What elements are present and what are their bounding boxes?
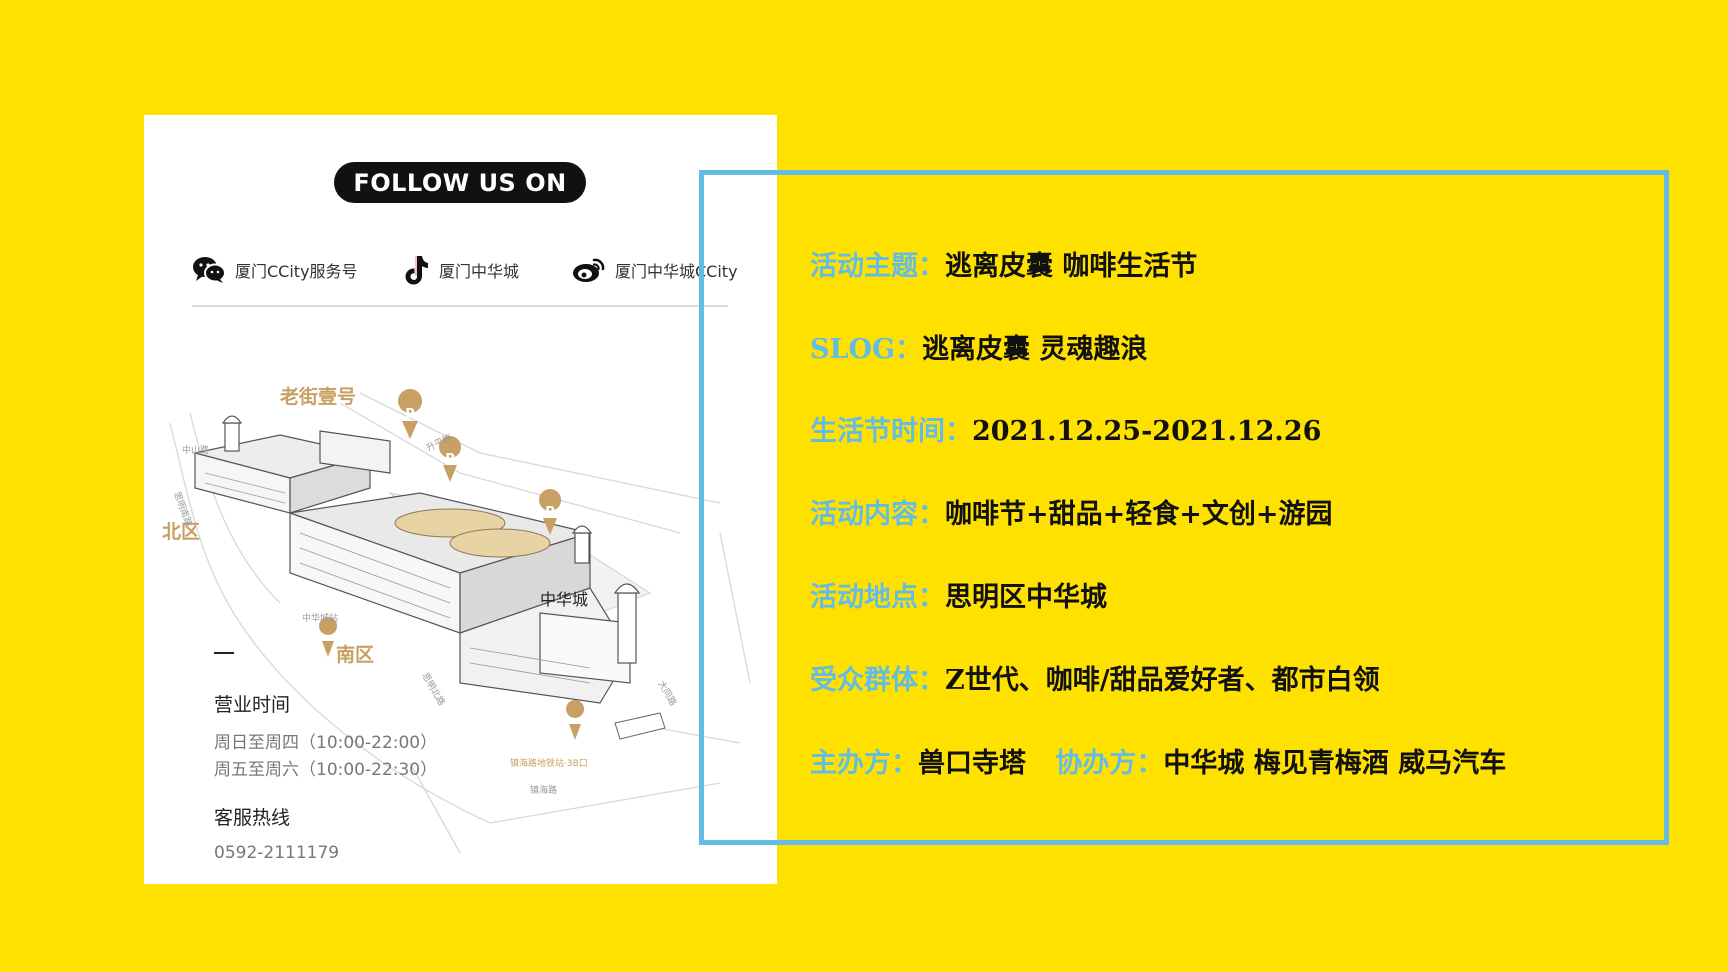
detail-value: Z世代、咖啡/甜品爱好者、都市白领 — [945, 665, 1380, 696]
detail-slogan: SLOG：逃离皮囊 灵魂趣浪 — [810, 327, 1147, 366]
mall-map-illustration: PPP 老街壹号 北区 南区 中华城 中山路 思明南路 升平路 中华城站 思明北… — [162, 385, 751, 854]
details-frame — [699, 170, 1669, 845]
follow-us-badge: FOLLOW US ON — [334, 162, 586, 203]
detail-time: 生活节时间：2021.12.25-2021.12.26 — [810, 409, 1321, 448]
wechat-icon — [193, 257, 226, 283]
map-road-label: 大同路 — [655, 679, 679, 708]
social-weibo[interactable]: 厦门中华城CCity — [572, 253, 738, 287]
hours-weekday: 周日至周四（10:00-22:00） — [214, 733, 438, 753]
detail-value: 2021.12.25-2021.12.26 — [972, 416, 1322, 447]
detail-label: 活动地点： — [810, 582, 945, 613]
map-road-label: 镇海路地铁站·3B口 — [510, 757, 588, 769]
detail-label: 活动主题： — [810, 251, 945, 282]
hours-title: 营业时间 — [214, 694, 291, 716]
social-tiktok[interactable]: 厦门中华城 — [404, 253, 519, 287]
detail-audience: 受众群体：Z世代、咖啡/甜品爱好者、都市白领 — [810, 658, 1380, 697]
section-dash — [214, 652, 234, 654]
detail-value: 咖啡节+甜品+轻食+文创+游园 — [945, 499, 1333, 530]
map-building-sign: 中华城 — [540, 590, 588, 609]
svg-text:P: P — [545, 505, 555, 520]
svg-text:P: P — [405, 407, 415, 422]
info-card: FOLLOW US ON 厦门CCity服务号 厦门中华城 — [144, 115, 777, 884]
detail-value: 逃离皮囊 咖啡生活节 — [945, 251, 1198, 282]
social-wechat[interactable]: 厦门CCity服务号 — [192, 253, 358, 287]
divider — [192, 305, 728, 307]
social-accounts: 厦门CCity服务号 厦门中华城 厦门中华城CCity — [192, 253, 777, 287]
social-label: 厦门CCity服务号 — [235, 262, 358, 281]
detail-label: 生活节时间： — [810, 416, 972, 447]
detail-organizers: 主办方：兽口寺塔 协办方：中华城 梅见青梅酒 威马汽车 — [810, 741, 1506, 780]
detail-location: 活动地点：思明区中华城 — [810, 575, 1107, 614]
detail-label: 活动内容： — [810, 499, 945, 530]
map-road-label: 中山路 — [182, 444, 209, 456]
detail-value: 思明区中华城 — [945, 582, 1107, 613]
road-lines — [169, 392, 751, 854]
weibo-icon — [573, 258, 605, 282]
detail-content: 活动内容：咖啡节+甜品+轻食+文创+游园 — [810, 492, 1333, 531]
map-area-label: 南区 — [336, 644, 374, 666]
map-road-label: 镇海路 — [530, 784, 557, 796]
map-area-label: 北区 — [162, 521, 200, 543]
detail-label: SLOG： — [810, 334, 923, 365]
hotline-number: 0592-2111179 — [214, 843, 340, 863]
map-road-label: 中华城站 — [302, 612, 338, 624]
detail-label: 主办方： — [810, 748, 918, 779]
map-area-label: 老街壹号 — [280, 385, 356, 408]
detail-label: 协办方： — [1055, 748, 1164, 779]
tiktok-icon — [405, 256, 428, 285]
svg-text:P: P — [445, 452, 455, 467]
social-label: 厦门中华城 — [439, 262, 520, 281]
hours-weekend: 周五至周六（10:00-22:30） — [214, 760, 438, 780]
social-label: 厦门中华城CCity — [615, 262, 738, 281]
map-road-label: 思明北路 — [419, 671, 447, 708]
detail-value: 兽口寺塔 — [918, 748, 1026, 779]
hotline-title: 客服热线 — [214, 807, 291, 829]
detail-label: 受众群体： — [810, 665, 945, 696]
detail-value: 中华城 梅见青梅酒 威马汽车 — [1163, 748, 1507, 779]
detail-value: 逃离皮囊 灵魂趣浪 — [922, 334, 1148, 365]
detail-theme: 活动主题：逃离皮囊 咖啡生活节 — [810, 244, 1197, 283]
